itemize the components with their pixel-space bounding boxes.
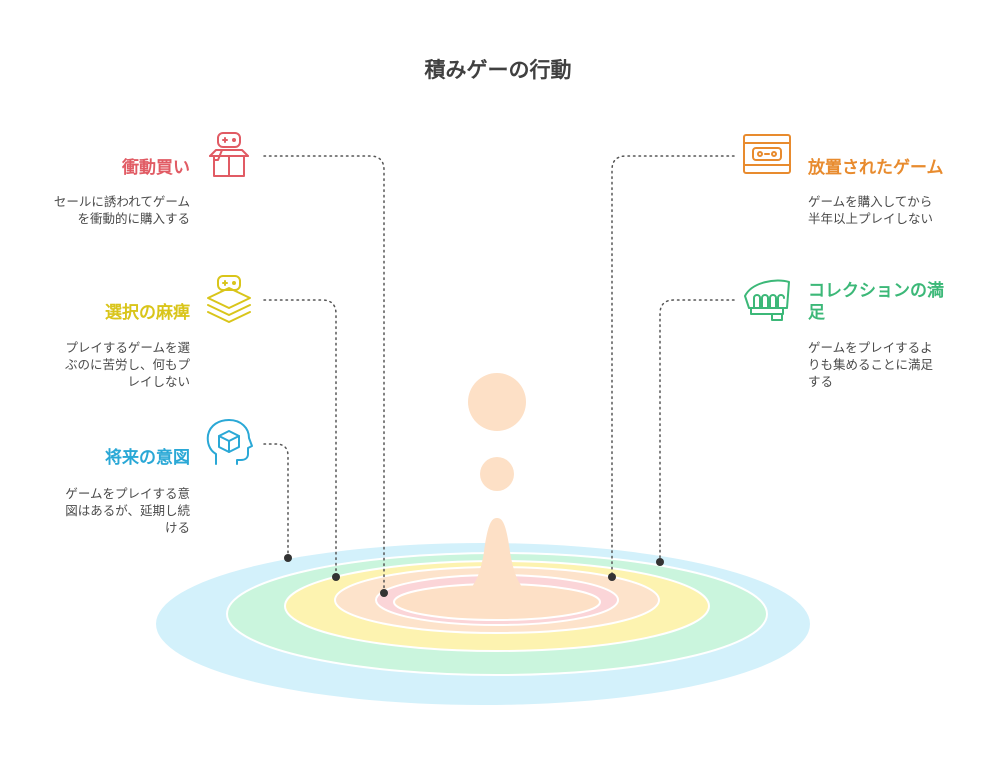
connector-dot-collection	[656, 558, 664, 566]
connector-impulse	[263, 155, 385, 593]
head-cube-icon	[206, 419, 253, 465]
intent-desc: ゲームをプレイする意 図はあるが、延期し続 ける	[65, 486, 190, 535]
choice-title: 選択の麻痺	[105, 303, 190, 323]
impulse-desc: セールに誘われてゲーム を衝動的に購入する	[53, 194, 190, 226]
connector-dot-abandoned	[608, 573, 616, 581]
splash-column	[436, 518, 558, 604]
drop-large	[468, 373, 526, 431]
connector-abandoned	[611, 155, 735, 577]
collection-desc: ゲームをプレイするよ りも集めることに満足 する	[808, 340, 934, 389]
connector-dot-choice	[332, 573, 340, 581]
connector-intent	[263, 443, 289, 559]
choice-desc: プレイするゲームを選 ぶのに苦労し、何もプ レイしない	[64, 340, 190, 389]
abandoned-desc: ゲームを購入してから 半年以上プレイしない	[808, 194, 934, 226]
drop-small	[480, 457, 514, 491]
crown-icon	[744, 279, 790, 321]
impulse-title: 衝動買い	[122, 158, 190, 178]
intent-title: 将来の意図	[105, 448, 190, 468]
collection-title: コレクションの満 足	[808, 281, 944, 323]
connector-dot-intent	[284, 554, 292, 562]
gamepad-stack-icon	[207, 275, 251, 323]
connector-dot-impulse	[380, 589, 388, 597]
console-icon	[743, 134, 791, 174]
abandoned-title: 放置されたゲーム	[808, 158, 944, 178]
connector-choice	[263, 299, 337, 577]
connector-collection	[659, 299, 735, 563]
gamepad-box-icon	[209, 132, 249, 177]
page-title: 積みゲーの行動	[424, 58, 572, 82]
